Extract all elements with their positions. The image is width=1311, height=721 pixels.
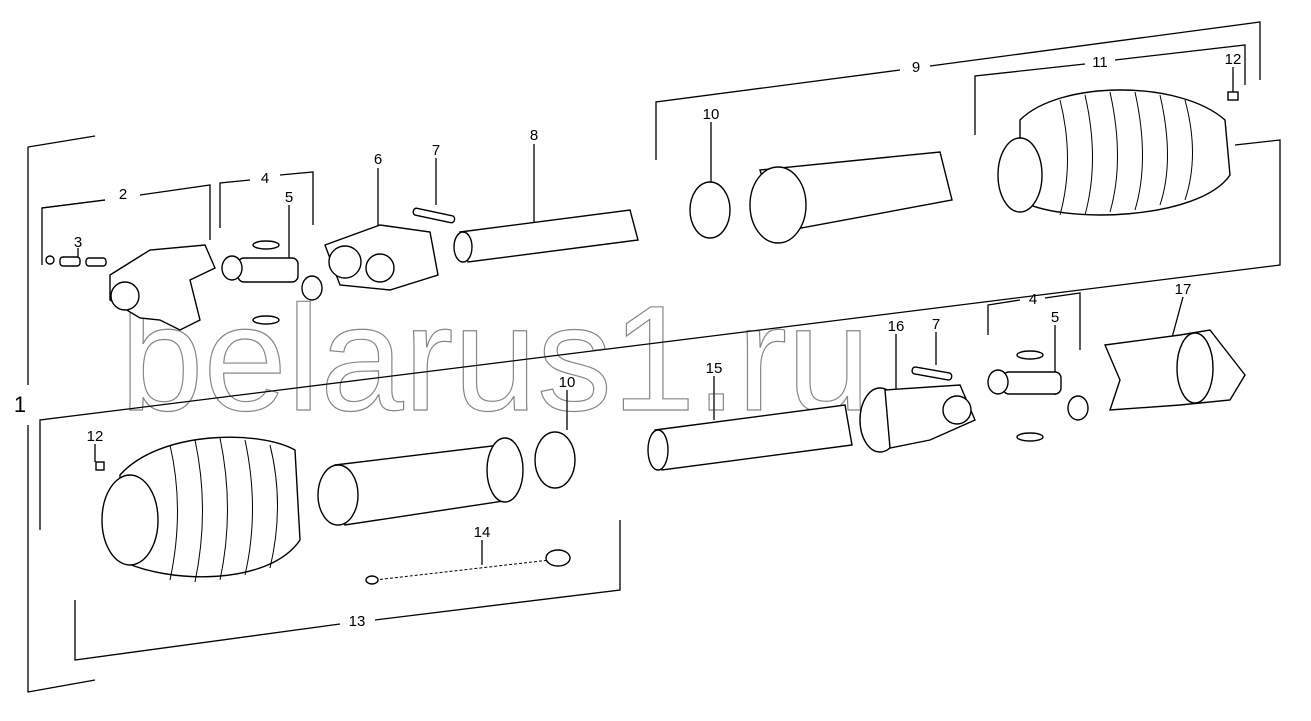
- label-17: 17: [1175, 281, 1192, 298]
- label-11: 11: [1092, 54, 1108, 71]
- label-4-lower: 4: [1029, 291, 1037, 308]
- label-10-upper: 10: [703, 106, 720, 123]
- label-5-upper: 5: [285, 189, 293, 206]
- part-pin-set: [45, 255, 107, 267]
- label-14: 14: [474, 524, 491, 541]
- label-7-lower: 7: [932, 316, 940, 333]
- callout-labels: 1 2 3 4 5 6 7 8 9 10 11 12 12 10 13 14 1…: [14, 51, 1241, 630]
- label-9: 9: [912, 59, 920, 76]
- part-upper-guard-tube: [689, 151, 953, 244]
- label-2: 2: [119, 186, 127, 203]
- bracket-lines: [27, 21, 1281, 693]
- part-inner-tube: [453, 209, 639, 263]
- part-upper-cone: [997, 89, 1239, 216]
- label-15: 15: [706, 360, 723, 377]
- label-3: 3: [74, 234, 82, 251]
- label-12-upper: 12: [1225, 51, 1242, 68]
- label-12-lower: 12: [87, 428, 104, 445]
- part-cross-lower: [987, 350, 1089, 442]
- part-clutch-yoke: [1103, 329, 1246, 411]
- part-inner-yoke-lower: [859, 366, 976, 453]
- part-lower-guard-tube: [317, 431, 576, 526]
- label-13: 13: [349, 613, 366, 630]
- label-4-upper: 4: [261, 170, 269, 187]
- part-outer-yoke: [109, 244, 216, 331]
- label-16: 16: [888, 318, 905, 335]
- part-outer-tube: [647, 404, 853, 471]
- label-10-lower: 10: [559, 374, 576, 391]
- label-6: 6: [374, 151, 382, 168]
- label-assembly: 1: [14, 392, 26, 417]
- watermark: belarus1.ru: [120, 274, 870, 442]
- part-cross-upper: [221, 240, 323, 325]
- part-lower-cone: [95, 436, 301, 583]
- label-5-lower: 5: [1051, 309, 1059, 326]
- part-inner-yoke-upper: [324, 207, 456, 291]
- part-chain: [365, 549, 571, 585]
- label-7-upper: 7: [432, 142, 440, 159]
- label-8: 8: [530, 127, 538, 144]
- leader-lines: [77, 67, 1234, 565]
